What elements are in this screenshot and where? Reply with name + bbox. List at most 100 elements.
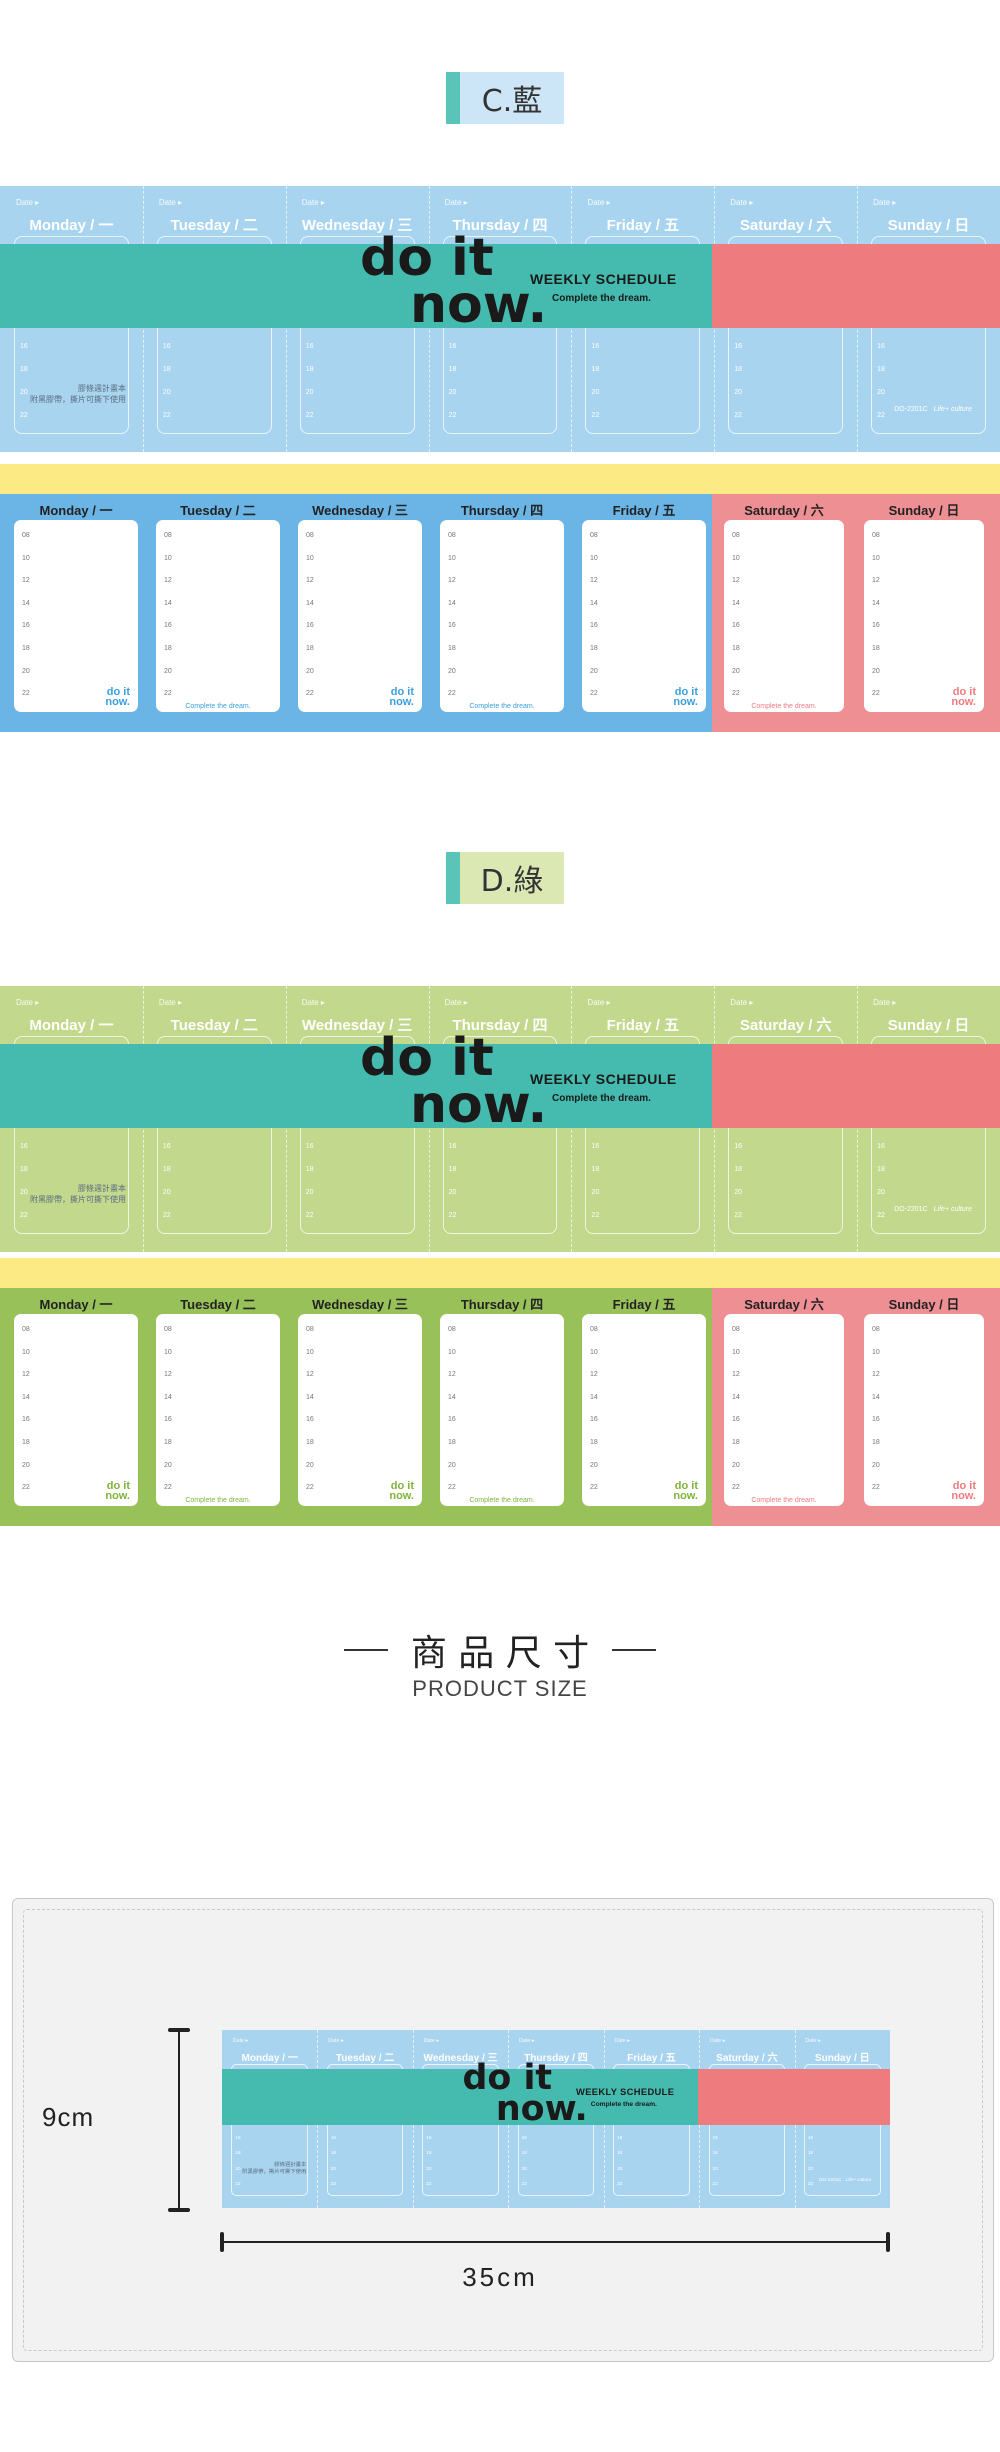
red-band: [712, 243, 1000, 329]
hour-frame: [803, 2063, 881, 2196]
hour-label: 22: [448, 1484, 456, 1492]
section-c-title: C.藍: [460, 72, 564, 124]
hour-frame: [871, 1036, 986, 1234]
hour-label: 20: [872, 1461, 880, 1469]
day-name: Wednesday / 三: [301, 1017, 413, 1034]
hour-label: 18: [712, 2150, 718, 2156]
date-label: Date ▸: [873, 998, 897, 1007]
hour-label: 18: [306, 645, 314, 652]
hour-label: 10: [306, 554, 314, 562]
hour-label: 16: [732, 622, 740, 630]
hour-label: 16: [306, 1416, 314, 1424]
hour-label: 12: [590, 1371, 598, 1379]
hour-label: 16: [22, 1416, 30, 1424]
mini-logo-line1: do it: [674, 686, 698, 699]
hour-label: 20: [734, 1188, 743, 1196]
card-footer-tagline: Complete the dream.: [751, 1497, 817, 1504]
weekly-schedule-title: WEEKLY SCHEDULE: [530, 1070, 677, 1087]
hour-label: 10: [732, 1348, 740, 1356]
hour-label: 14: [732, 1393, 740, 1401]
hour-label: 16: [162, 342, 171, 350]
hour-label: 08: [22, 532, 30, 539]
usage-note-line1: 膠條週計畫本: [78, 1183, 126, 1193]
hour-label: 10: [448, 1348, 456, 1356]
hour-label: 20: [330, 2165, 337, 2171]
hour-label: 10: [306, 1348, 314, 1356]
hour-label: 22: [732, 1484, 740, 1492]
day-name: Tuesday / 二: [170, 217, 258, 234]
hour-label: 18: [521, 2150, 527, 2156]
hour-label: 20: [235, 2165, 241, 2171]
hour-label: 16: [877, 1142, 885, 1150]
hour-label: 18: [20, 365, 28, 373]
hour-label: 08: [732, 1326, 740, 1333]
hour-label: 20: [734, 388, 743, 396]
card-footer-tagline: Complete the dream.: [185, 1497, 251, 1504]
planner-day-name: Sunday / 日: [888, 503, 960, 518]
logo-do-it: do it: [360, 227, 494, 288]
hour-label: 18: [22, 1439, 30, 1446]
hour-label: 16: [305, 342, 314, 350]
hour-label: 18: [20, 1165, 28, 1173]
hour-label: 14: [22, 599, 30, 607]
usage-note: 膠條週計畫本附黑膠帶，撕片可撕下使用: [235, 2162, 306, 2177]
tagline: Complete the dream.: [552, 292, 651, 304]
hour-label: 20: [590, 1461, 598, 1469]
hour-label: 18: [164, 645, 172, 652]
usage-note-line1: 膠條週計畫本: [78, 383, 126, 393]
hour-label: 22: [164, 690, 172, 698]
hour-label: 16: [872, 1416, 880, 1424]
hour-label: 08: [22, 1326, 30, 1333]
hour-label: 12: [22, 1371, 30, 1379]
hour-label: 16: [807, 2134, 814, 2140]
date-label: Date ▸: [730, 198, 754, 207]
hour-label: 20: [305, 1188, 314, 1196]
hour-label: 20: [712, 2165, 718, 2171]
hour-label: 20: [448, 1461, 456, 1469]
hour-label: 20: [591, 1188, 600, 1196]
mini-logo-line1: do it: [674, 1480, 698, 1493]
hour-label: 18: [448, 1165, 457, 1173]
hour-label: 22: [521, 2181, 527, 2187]
day-name: Saturday / 六: [739, 217, 832, 234]
date-label: Date ▸: [709, 2038, 726, 2045]
usage-note-line2: 附黑膠帶，撕片可撕下使用: [242, 2169, 307, 2176]
hour-frame: [422, 2063, 499, 2196]
hour-label: 22: [164, 1484, 172, 1492]
hour-label: 22: [617, 2181, 623, 2187]
hour-label: 20: [305, 388, 314, 396]
date-label: Date ▸: [423, 2038, 440, 2045]
hour-label: 10: [22, 554, 30, 562]
day-name: Thursday / 四: [524, 2052, 588, 2064]
hour-label: 16: [732, 1416, 740, 1424]
hour-label: 20: [22, 667, 30, 675]
logo-now: now.: [495, 2089, 588, 2130]
hour-label: 22: [330, 2181, 337, 2187]
usage-note: 膠條週計畫本附黑膠帶，撕片可撕下使用: [20, 383, 126, 405]
hour-label: 22: [732, 690, 740, 698]
hour-frame: [326, 2063, 404, 2196]
hour-label: 20: [877, 388, 885, 396]
hour-frame: [613, 2063, 690, 2196]
hour-label: 12: [872, 577, 880, 585]
hour-frame: [585, 1036, 701, 1234]
hour-label: 08: [872, 532, 880, 539]
day-name: Monday / 一: [241, 2052, 298, 2064]
product-size-title-en: PRODUCT SIZE: [412, 1676, 588, 1701]
day-name: Thursday / 四: [452, 1017, 548, 1034]
hour-label: 20: [20, 1188, 28, 1196]
hour-label: 08: [448, 1326, 456, 1333]
date-label: Date ▸: [873, 198, 897, 207]
hour-label: 18: [448, 365, 457, 373]
hour-label: 14: [872, 599, 880, 607]
hour-frame: [585, 236, 701, 434]
brand-name: Life+ culture: [845, 2176, 872, 2182]
hour-label: 22: [590, 690, 598, 698]
hour-label: 12: [448, 577, 456, 585]
